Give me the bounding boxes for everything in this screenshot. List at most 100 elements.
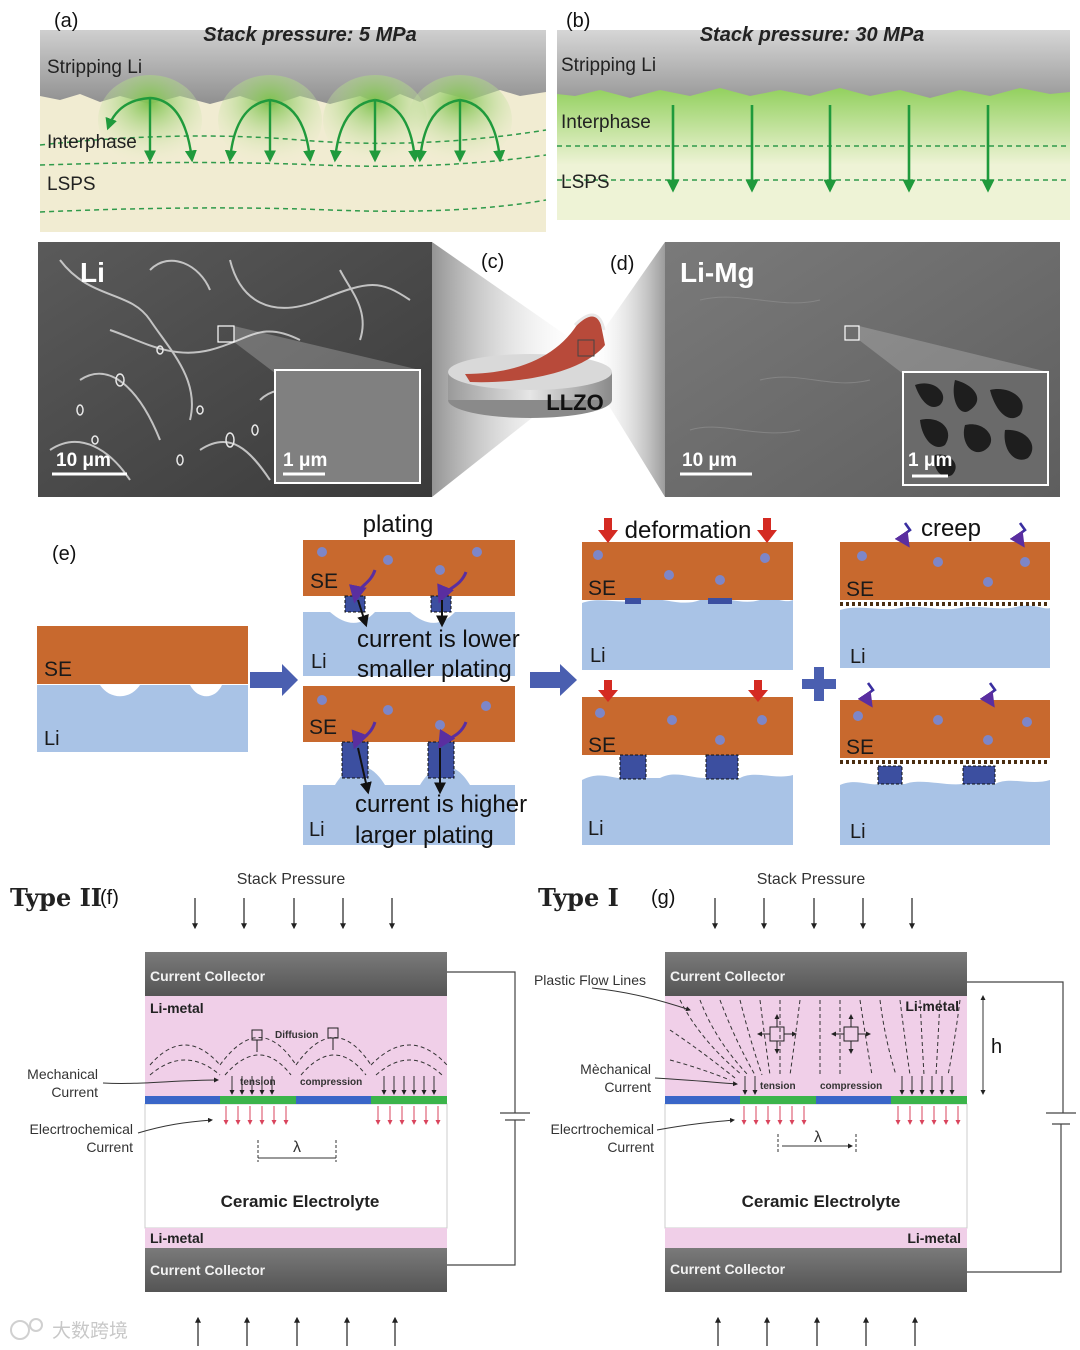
e-initial-li bbox=[37, 685, 248, 752]
panel-g-mech-label-1: Mèchanical bbox=[580, 1061, 651, 1077]
panel-f-tension-label: tension bbox=[240, 1077, 276, 1088]
panel-b-label: (b) bbox=[566, 10, 590, 32]
e-creep-lower-se bbox=[840, 700, 1050, 758]
panel-a-layer-stripping: Stripping Li bbox=[47, 57, 142, 78]
e-low-li-label: Li bbox=[311, 651, 327, 673]
watermark-text: 大数跨境 bbox=[52, 1320, 128, 1342]
panel-g-height-label: h bbox=[991, 1036, 1002, 1058]
panel-f-wavelength-marker bbox=[257, 1140, 337, 1162]
e-high-li bbox=[303, 766, 515, 845]
sem-limg-scale-label: 10 μm bbox=[682, 450, 737, 471]
sem-limg-inset-scale-label: 1 μm bbox=[908, 450, 952, 471]
e-def-lower-se-label: SE bbox=[588, 734, 616, 757]
sem-li-scale-label: 10 μm bbox=[56, 450, 111, 471]
e-def-upper-li-label: Li bbox=[590, 645, 606, 667]
zoom-cone-right bbox=[593, 242, 665, 497]
panel-f-pressure-arrows-bottom bbox=[195, 1316, 398, 1346]
e-high-se-label: SE bbox=[309, 716, 337, 739]
panel-a-layer-lsps: LSPS bbox=[47, 174, 96, 195]
e-high-caption-1: current is higher bbox=[355, 791, 527, 818]
e-def-lower-se bbox=[582, 697, 793, 755]
e-creep-lower-arrows bbox=[857, 682, 997, 708]
panel-a-title: Stack pressure: 5 MPa bbox=[203, 24, 416, 46]
e-def-upper-plate-2 bbox=[708, 598, 732, 604]
e-plating-title: plating bbox=[363, 511, 434, 538]
panel-e-label: (e) bbox=[52, 543, 76, 565]
panel-b-layer-interphase: Interphase bbox=[561, 112, 651, 133]
li-foil-sample bbox=[465, 315, 605, 383]
panel-a-layer-interphase: Interphase bbox=[47, 132, 137, 153]
panel-g-interface bbox=[665, 1096, 967, 1104]
panel-g-circuit bbox=[967, 981, 1076, 1273]
panel-f-pressure-arrows-top bbox=[192, 898, 395, 930]
e-def-upper-pressure-arrows bbox=[598, 518, 777, 543]
sem-li-texture bbox=[49, 259, 411, 481]
panel-g-flow-label: Plastic Flow Lines bbox=[534, 972, 646, 988]
e-creep-upper-se-label: SE bbox=[846, 578, 874, 601]
panel-f-electrochemical-arrows bbox=[223, 1106, 441, 1125]
e-deformation-column: deformation SE Li bbox=[582, 517, 793, 845]
e-def-lower-plate-1 bbox=[619, 754, 647, 780]
panel-c-label: (c) bbox=[481, 251, 504, 273]
panel-f-collector-top-label: Current Collector bbox=[150, 968, 266, 984]
e-arrow-1 bbox=[250, 664, 298, 696]
e-creep-upper-ions bbox=[857, 551, 1030, 587]
watermark-icon bbox=[10, 1320, 30, 1340]
e-plus-sign bbox=[802, 667, 836, 701]
e-deformation-title: deformation bbox=[625, 517, 752, 544]
panel-g-electrochemical-arrows bbox=[741, 1106, 961, 1125]
e-def-lower-ions bbox=[595, 708, 767, 745]
panel-g-echem-label-2: Current bbox=[607, 1139, 654, 1155]
panel-f-electrolyte-label: Ceramic Electrolyte bbox=[221, 1192, 380, 1211]
e-creep-upper-li-label: Li bbox=[850, 646, 866, 668]
panel-g-li-metal-top bbox=[665, 996, 967, 1096]
panel-f-interface bbox=[145, 1096, 447, 1104]
panel-g-pressure-arrows-top bbox=[712, 898, 915, 930]
panel-b-interphase-layer bbox=[557, 85, 1070, 165]
e-creep-lower-plate-1 bbox=[877, 765, 903, 785]
e-low-ions bbox=[317, 547, 482, 575]
e-def-upper-plate-1 bbox=[625, 598, 641, 604]
sem-limg-texture bbox=[689, 296, 871, 434]
e-def-lower-li bbox=[582, 774, 793, 845]
panel-a-interface-line-1 bbox=[39, 129, 547, 146]
panel-g-wavelength-marker bbox=[777, 1134, 857, 1152]
llzo-label: LLZO bbox=[546, 390, 603, 415]
e-creep-lower-li bbox=[840, 780, 1050, 845]
e-def-upper-ions bbox=[593, 550, 770, 585]
e-low-flux-2 bbox=[437, 571, 468, 604]
e-creep-upper-arrows bbox=[894, 522, 1027, 548]
panel-f-lambda: λ bbox=[293, 1139, 301, 1156]
e-creep-upper-se bbox=[840, 542, 1050, 600]
panel-f-mech-label-2: Current bbox=[51, 1084, 98, 1100]
e-creep-lower-se-label: SE bbox=[846, 736, 874, 759]
e-high-flux-2 bbox=[438, 721, 468, 750]
e-high-se bbox=[303, 686, 515, 742]
panel-g-flow-pointer bbox=[591, 987, 691, 1012]
sem-li-label: Li bbox=[80, 257, 105, 288]
watermark: 大数跨境 bbox=[10, 1318, 128, 1342]
panel-g-li-metal-bottom bbox=[665, 1228, 967, 1248]
panel-b-title: Stack pressure: 30 MPa bbox=[700, 24, 925, 46]
panel-d-label: (d) bbox=[610, 253, 634, 275]
panel-g-flow-lines bbox=[669, 999, 961, 1081]
panel-e: (e) SE Li plating SE Li current bbox=[37, 511, 1050, 849]
panel-a-label: (a) bbox=[54, 10, 78, 32]
panel-f-pressure-top: Stack Pressure bbox=[237, 871, 346, 888]
panel-f-li-metal-bottom-label: Li-metal bbox=[150, 1230, 204, 1246]
panel-f-diffusion-markers bbox=[251, 1027, 339, 1052]
panel-g-echem-label-1: Elecrtrochemical bbox=[551, 1121, 654, 1137]
sem-limg-inset-pattern bbox=[915, 380, 1033, 477]
panel-f-collector-top bbox=[145, 952, 447, 996]
e-low-flux-1 bbox=[349, 569, 377, 604]
panel-f-circuit bbox=[447, 971, 530, 1266]
panel-f-echem-label-1: Elecrtrochemical bbox=[30, 1121, 133, 1137]
li-foil-highlight bbox=[573, 313, 606, 331]
panel-f-mech-label-1: Mechanical bbox=[27, 1066, 98, 1082]
panel-f-li-metal-top-label: Li-metal bbox=[150, 1000, 204, 1016]
panel-f-li-metal-bottom bbox=[145, 1228, 447, 1248]
e-def-upper-se bbox=[582, 542, 793, 600]
e-def-upper-li bbox=[582, 598, 793, 670]
sem-image-li: Li 10 μm 1 μm bbox=[38, 242, 432, 497]
panel-f: Type II (f) Stack Pressure bbox=[10, 871, 530, 1346]
